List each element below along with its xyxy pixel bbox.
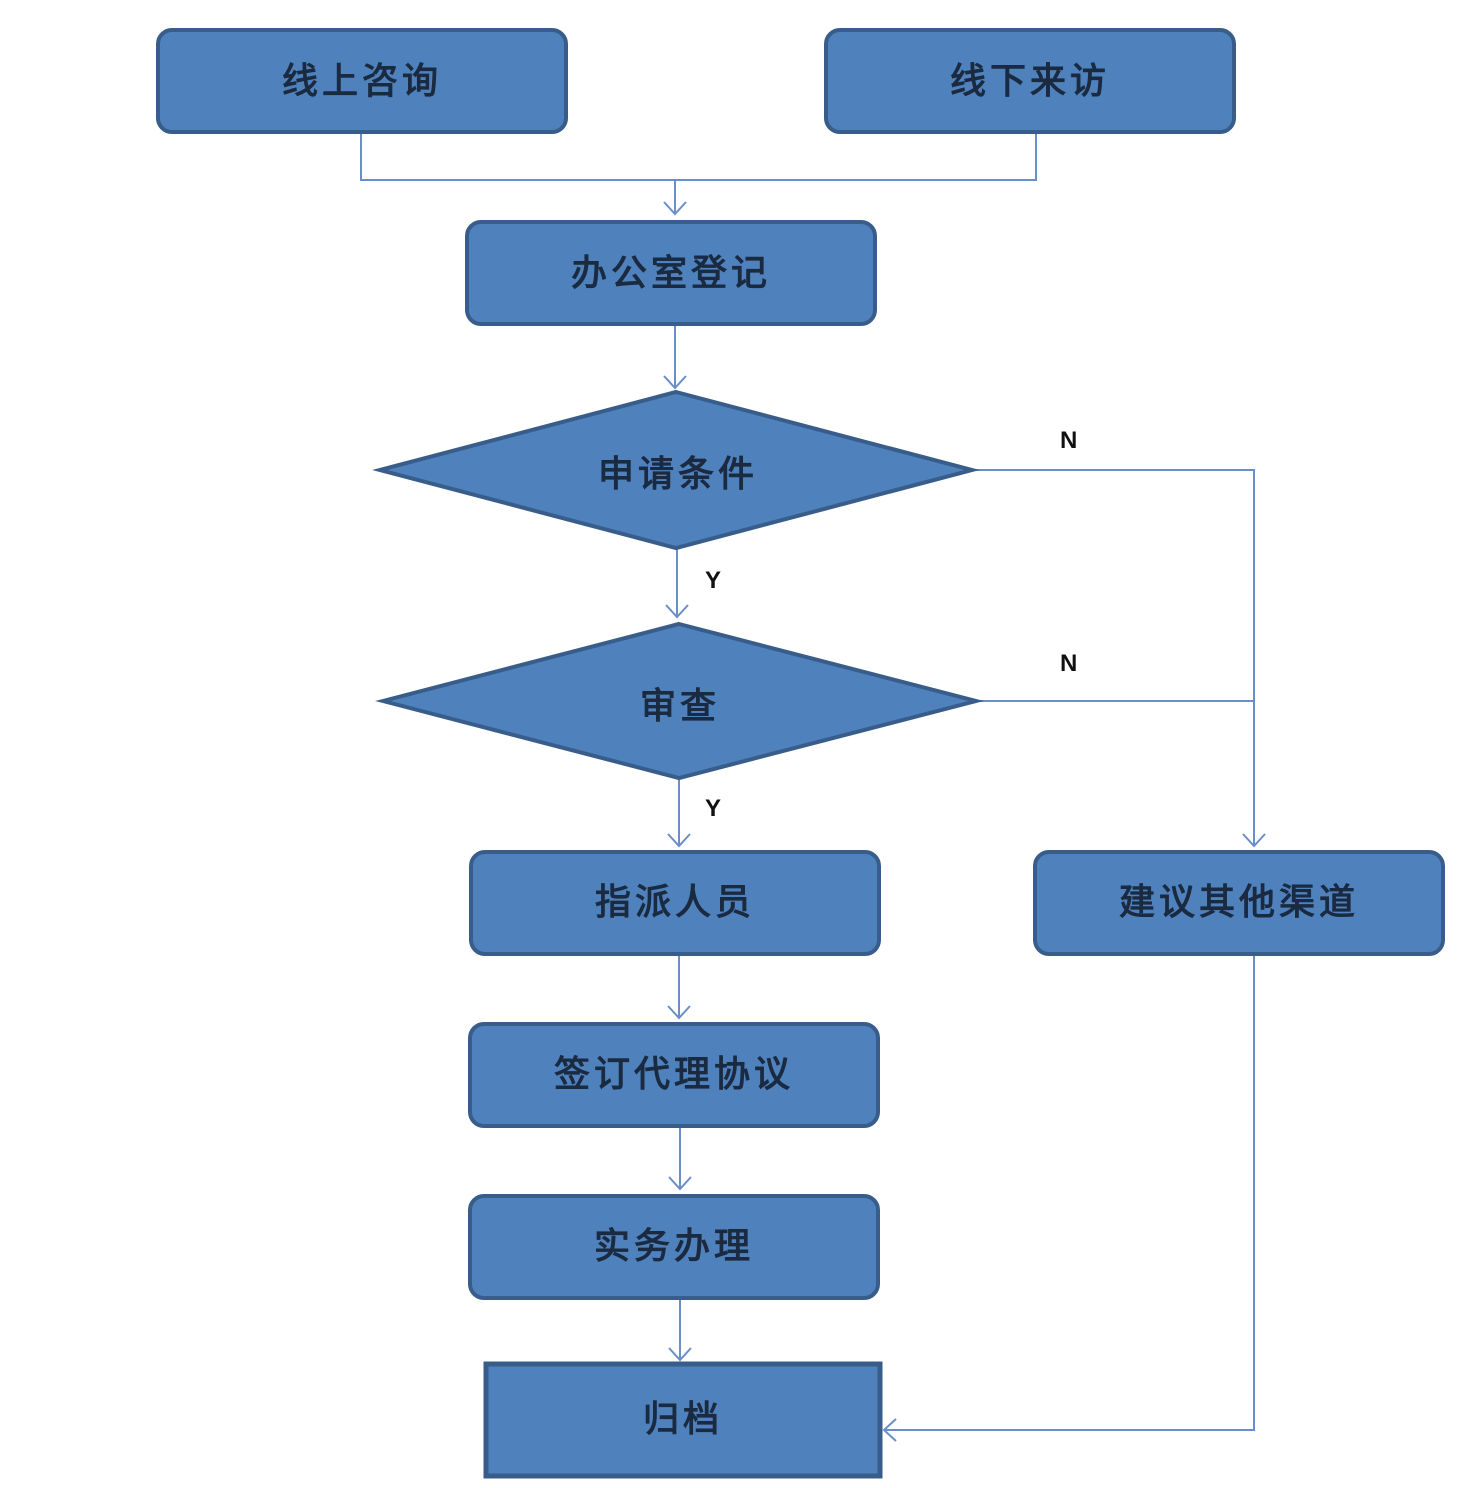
handle-matter-label: 实务办理	[594, 1226, 754, 1267]
node-offline-visit: 线下来访	[824, 28, 1236, 134]
arrowhead-register	[663, 201, 687, 216]
label-eligibility-yes: Y	[705, 567, 721, 594]
edge-other-to-archive	[884, 954, 1255, 1431]
node-online-consult: 线上咨询	[156, 28, 568, 134]
office-register-box	[465, 220, 877, 326]
arrowhead-eligibility	[663, 375, 687, 390]
edge-offline-to-merge	[675, 133, 1037, 181]
arrowhead-review	[665, 604, 689, 619]
arrowhead-other-channels	[1242, 833, 1266, 848]
label-review-yes: Y	[705, 795, 721, 822]
sign-agreement-box	[468, 1022, 880, 1128]
online-consult-box	[156, 28, 568, 134]
node-office-register: 办公室登记	[465, 220, 877, 326]
edge-labels: N Y N Y	[705, 427, 1077, 822]
node-eligibility: 申请条件	[372, 389, 980, 551]
offline-visit-label: 线下来访	[950, 61, 1110, 102]
arrowhead-archive-side	[882, 1418, 897, 1442]
node-review: 审查	[375, 621, 984, 781]
node-assign-staff: 指派人员	[469, 850, 881, 956]
node-archive: 归档	[483, 1361, 883, 1479]
eligibility-diamond	[372, 389, 980, 551]
arrowhead-sign	[667, 1005, 691, 1020]
arrowhead-archive	[668, 1347, 692, 1362]
offline-visit-box	[824, 28, 1236, 134]
review-label: 审查	[640, 686, 720, 727]
review-diamond	[375, 621, 984, 781]
assign-staff-label: 指派人员	[595, 882, 755, 923]
eligibility-label: 申请条件	[598, 454, 758, 495]
edge-eligibility-no	[972, 469, 1255, 846]
archive-label: 归档	[643, 1399, 723, 1440]
label-review-no: N	[1060, 650, 1077, 677]
handle-matter-box	[468, 1194, 880, 1300]
online-consult-label: 线上咨询	[282, 61, 442, 102]
other-channels-box	[1033, 850, 1445, 956]
arrowhead-handle	[668, 1176, 692, 1191]
label-eligibility-no: N	[1060, 427, 1077, 454]
edge-online-to-merge	[360, 133, 675, 181]
office-register-label: 办公室登记	[571, 253, 771, 294]
connectors	[360, 133, 1266, 1442]
assign-staff-box	[469, 850, 881, 956]
node-sign-agreement: 签订代理协议	[468, 1022, 880, 1128]
arrowhead-assign	[667, 833, 691, 848]
archive-box	[483, 1361, 883, 1479]
other-channels-label: 建议其他渠道	[1119, 882, 1359, 923]
node-handle-matter: 实务办理	[468, 1194, 880, 1300]
node-other-channels: 建议其他渠道	[1033, 850, 1445, 956]
sign-agreement-label: 签订代理协议	[554, 1054, 794, 1095]
